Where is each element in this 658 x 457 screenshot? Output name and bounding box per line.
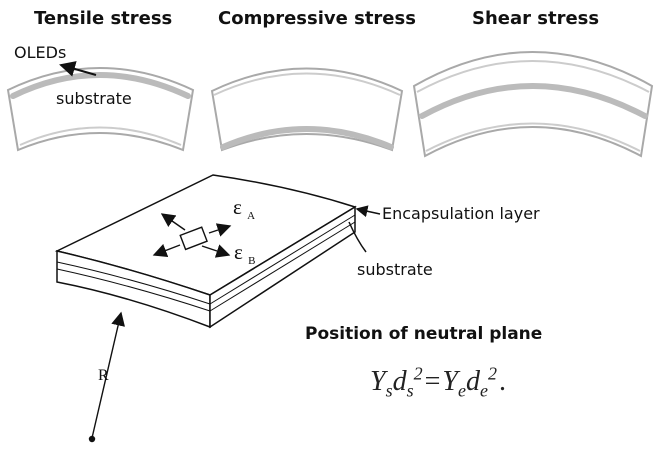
formula-left-var: d xyxy=(392,366,407,397)
bent-slab: R ε A ε B xyxy=(54,174,381,443)
encapsulation-pointer-arrow xyxy=(355,205,381,218)
formula-terminator: . xyxy=(498,366,506,397)
strain-arrow-b-back xyxy=(160,213,186,231)
strain-arrow-a xyxy=(208,223,232,237)
strain-label-b: ε B xyxy=(234,240,255,267)
slab-side-layer-line-2 xyxy=(209,221,356,312)
compressive-inner-layer xyxy=(220,126,394,150)
formula-left-symbol: Y xyxy=(370,366,386,397)
shear-top-arc xyxy=(416,60,650,93)
tensile-inner-arc xyxy=(19,126,182,146)
formula-right-subscript: e xyxy=(457,380,466,401)
shear-middle-layer xyxy=(419,83,648,119)
compressive-outer-arc xyxy=(210,67,404,152)
formula-right-var-subscript: e xyxy=(479,380,488,401)
radius-line xyxy=(91,311,125,439)
formula-right-exponent: 2 xyxy=(487,363,497,384)
strain-element xyxy=(179,226,208,251)
compressive-diagram xyxy=(210,67,404,152)
strain-arrow-b xyxy=(201,244,231,258)
strain-symbol-b: ε xyxy=(234,240,243,264)
slab-side-layer-line-1 xyxy=(209,214,356,305)
slab-encapsulation-top-line xyxy=(56,261,211,305)
heading-shear-stress: Shear stress xyxy=(472,8,600,29)
oleds-pointer-arrow xyxy=(59,61,97,77)
tensile-oled-layer xyxy=(10,72,191,99)
strain-subscript-a: A xyxy=(247,210,255,222)
formula-left-subscript: s xyxy=(385,380,393,401)
bottom-substrate-label: substrate xyxy=(357,260,433,279)
formula-right-symbol: Y xyxy=(442,366,458,397)
strain-symbol-a: ε xyxy=(233,195,242,219)
slab-encapsulation-bottom-line xyxy=(56,268,211,312)
encapsulation-layer-label: Encapsulation layer xyxy=(382,204,540,223)
heading-tensile-stress: Tensile stress xyxy=(34,8,173,29)
tensile-diagram xyxy=(6,67,195,152)
radius-center-dot xyxy=(88,435,96,443)
strain-arrow-a-back xyxy=(152,243,181,258)
top-substrate-label: substrate xyxy=(56,89,132,108)
oleds-label: OLEDs xyxy=(14,43,67,62)
neutral-plane-formula: Ysds2=Yede2. xyxy=(370,365,508,400)
heading-compressive-stress: Compressive stress xyxy=(218,8,416,29)
neutral-plane-title: Position of neutral plane xyxy=(305,324,543,344)
formula-left-exponent: 2 xyxy=(413,363,423,384)
substrate-pointer-curve xyxy=(348,221,367,253)
shear-diagram xyxy=(412,51,654,158)
formula-equals: = xyxy=(424,366,441,397)
compressive-top-arc xyxy=(213,72,401,96)
formula-left-var-subscript: s xyxy=(406,380,414,401)
strain-subscript-b: B xyxy=(248,255,255,267)
formula-right-var: d xyxy=(465,366,480,397)
strain-label-a: ε A xyxy=(233,195,255,222)
radius-label: R xyxy=(98,367,109,384)
shear-outer-arc xyxy=(412,51,654,158)
shear-bottom-arc xyxy=(425,122,641,152)
